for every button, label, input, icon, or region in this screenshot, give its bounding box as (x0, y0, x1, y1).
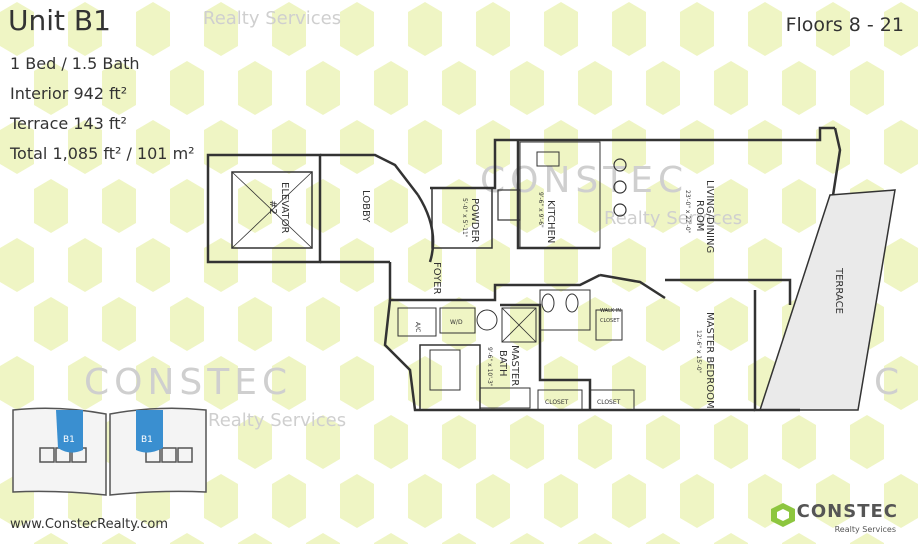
living-dim: 23'-0" x 22'-0" (684, 190, 691, 234)
watermark-brand: CONSTEC (480, 160, 689, 201)
living-room-label: ROOM (694, 200, 705, 231)
keyplan-label-right: B1 (141, 435, 153, 445)
terrace-label: TERRACE (833, 267, 844, 314)
powder-label: POWDER (469, 198, 480, 243)
master-bath-label: MASTER (509, 345, 520, 386)
keyplan-label-left: B1 (63, 435, 75, 445)
logo-sub: Realty Services (834, 525, 896, 534)
unit-terrace: Terrace 143 ft² (10, 114, 127, 133)
master-bedroom-dim: 12'-6" x 15'-0" (695, 330, 702, 374)
unit-total: Total 1,085 ft² / 101 m² (10, 144, 195, 163)
elevator-shaft (206, 153, 322, 264)
watermark-brand: CONSTEC (84, 362, 293, 403)
floors-label: Floors 8 - 21 (785, 14, 904, 36)
website-url[interactable]: www.ConstecRealty.com (10, 517, 168, 532)
walk-in-closet-label: CLOSET (600, 318, 620, 324)
master-bath-label-2: BATH (497, 350, 508, 377)
powder-dim: 5'-0" x 5'-11" (461, 198, 468, 238)
foyer-label: FOYER (431, 262, 442, 295)
unit-interior: Interior 942 ft² (10, 84, 128, 103)
bath-dim: 9'-6" x 10'-3" (486, 347, 493, 387)
kitchen-label: KITCHEN (545, 200, 556, 243)
elevator-label: ELEVATOR (279, 182, 290, 233)
elevator-number: #2 (267, 200, 278, 215)
lobby-label: LOBBY (360, 190, 371, 223)
living-label: LIVING/DINING (704, 180, 715, 253)
watermark-tagline: Realty Services (203, 8, 342, 29)
keyplan: B1 B1 (12, 407, 207, 496)
kitchen-dim: 9'-6" x 9'-6" (537, 192, 544, 228)
watermark-tagline: Realty Services (208, 410, 347, 431)
constec-logo-icon (771, 503, 795, 527)
unit-beds-baths: 1 Bed / 1.5 Bath (10, 54, 140, 73)
master-bedroom-label: MASTER BEDROOM (704, 312, 715, 409)
watermark-brand-edge: C (874, 362, 905, 403)
closet-label-1: CLOSET (545, 399, 569, 406)
keyplan-unit-left (56, 410, 83, 453)
keyplan-unit-right (136, 410, 163, 453)
wd-label: W/D (450, 319, 463, 326)
walk-in-label: WALK IN (600, 308, 621, 314)
unit-title: Unit B1 (8, 4, 111, 37)
logo-name: CONSTEC (796, 501, 898, 522)
closet-label-2: CLOSET (597, 399, 621, 406)
watermark-tagline: Realty Services (604, 208, 743, 229)
ac-label: A/C (414, 322, 421, 332)
